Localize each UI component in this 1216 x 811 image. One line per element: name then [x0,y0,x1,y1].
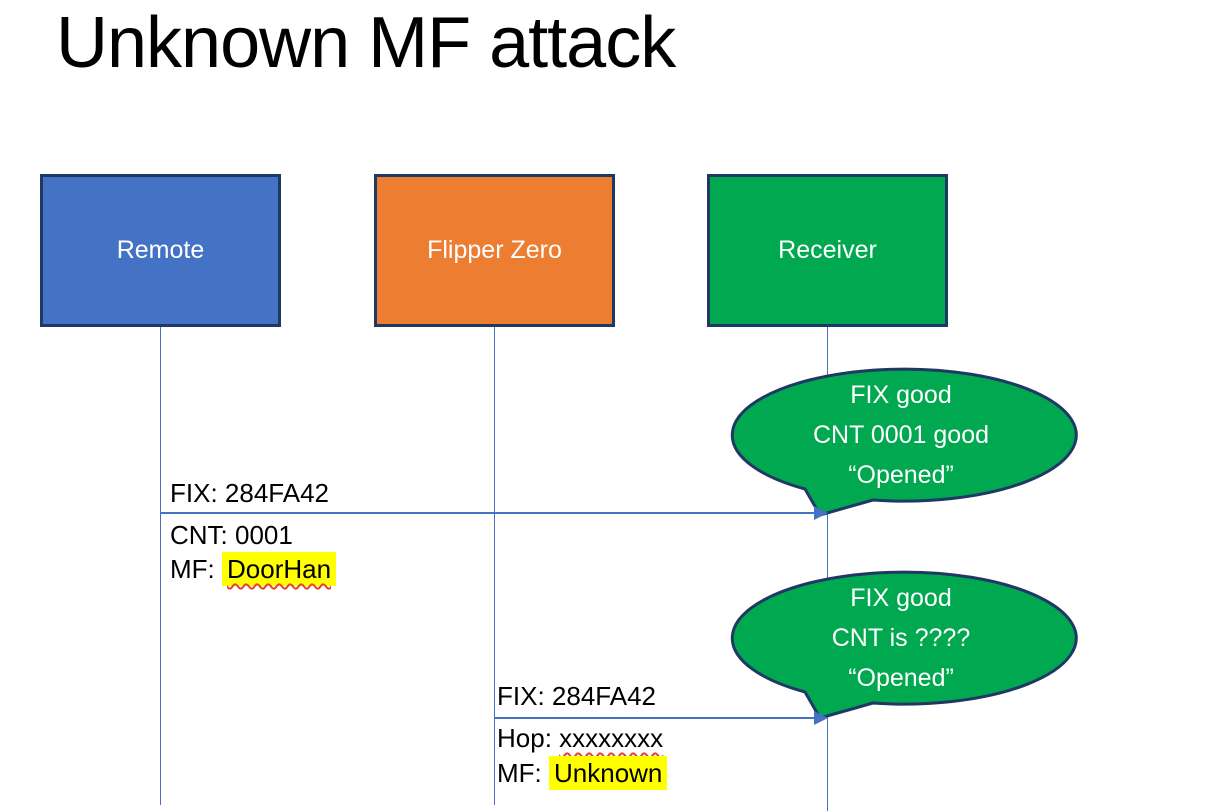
callout-text: FIX good CNT 0001 good “Opened” [723,375,1079,495]
speech-bubble-path [730,367,1078,517]
message1-mf-prefix: MF: [170,554,222,584]
actor-label-receiver: Receiver [778,236,877,264]
speech-bubble-path [730,570,1078,720]
callout-line: FIX good [850,584,952,612]
actor-box-remote: Remote [40,174,281,327]
lifeline-flipper-zero [493,327,496,805]
actor-label-flipper-zero: Flipper Zero [427,236,562,264]
message1-label-cnt: CNT: 0001 [170,520,293,550]
message1-label-mf: MF: DoorHan [170,552,337,586]
message1-arrow-line [160,512,816,514]
callout-cnt-good: FIX good CNT 0001 good “Opened” [723,362,1079,522]
message2-label-hop: Hop: xxxxxxxx [497,722,663,754]
message2-label-fix: FIX: 284FA42 [497,681,656,711]
arrow-head-icon [814,506,828,520]
callout-line: FIX good [850,381,952,409]
message2-mf-prefix: MF: [497,758,549,788]
callout-line: “Opened” [848,664,954,692]
actor-box-flipper-zero: Flipper Zero [374,174,615,327]
message2-arrow-line [494,717,816,719]
callout-line: “Opened” [848,461,954,489]
speech-bubble-shape [730,367,1078,517]
message1-label-fix: FIX: 284FA42 [170,478,329,508]
slide-title: Unknown MF attack [56,3,676,83]
speech-bubble-shape [730,570,1078,720]
actor-label-remote: Remote [116,236,205,264]
lifeline-remote [159,327,162,805]
callout-line: CNT 0001 good [812,421,990,449]
message1-mf-value-highlighted: DoorHan [222,552,337,586]
callout-cnt-unknown: FIX good CNT is ???? “Opened” [723,565,1079,725]
message2-hop-prefix: Hop: [497,723,560,753]
lifeline-receiver [826,327,829,811]
callout-text: FIX good CNT is ???? “Opened” [723,578,1079,698]
callout-line: CNT is ???? [831,624,971,652]
message2-hop-value-squiggled: xxxxxxxx [559,723,664,753]
actor-box-receiver: Receiver [707,174,948,327]
message2-label-mf: MF: Unknown [497,756,668,790]
arrow-head-icon [814,711,828,725]
message2-mf-value-highlighted: Unknown [549,756,668,790]
